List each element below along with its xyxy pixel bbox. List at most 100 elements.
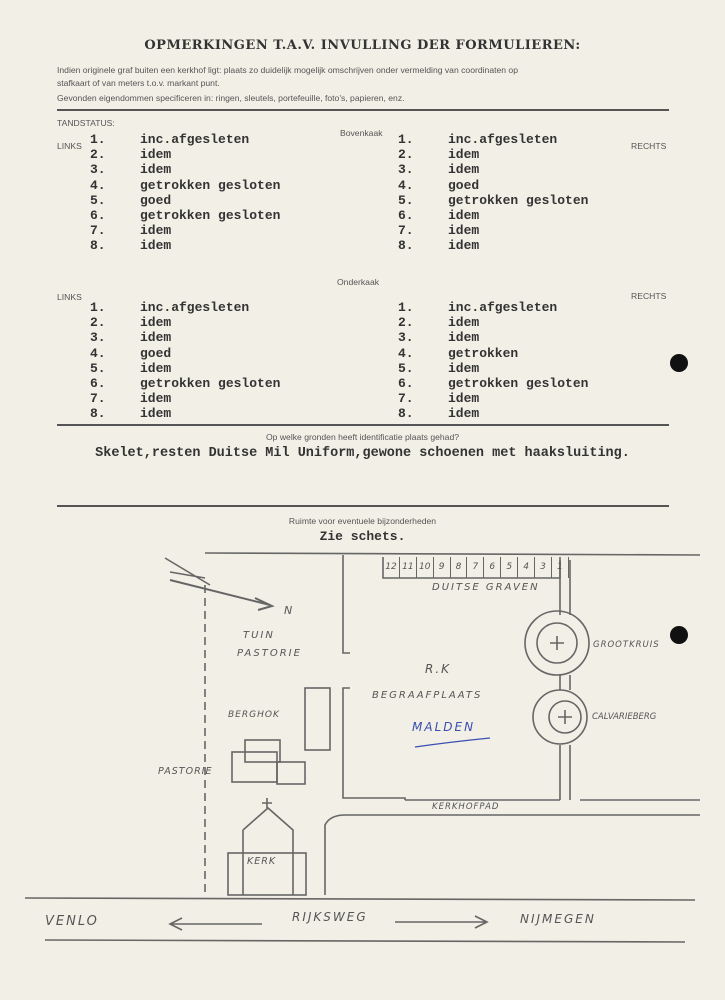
tooth-status: goed: [448, 177, 480, 193]
rijksweg-label: RIJKSWEG: [292, 910, 368, 924]
tooth-status: idem: [448, 147, 480, 163]
tooth-row: 5. idem: [90, 361, 280, 376]
divider: [57, 109, 669, 111]
tooth-number: 3.: [398, 162, 414, 178]
duitse-graven-label: DUITSE GRAVEN: [432, 582, 540, 593]
grave-number: 10: [417, 557, 434, 578]
tooth-number: 7.: [398, 223, 414, 239]
grave-number: 5: [501, 557, 519, 578]
malden-label: MALDEN: [412, 720, 476, 734]
tooth-row: 3. idem: [398, 330, 588, 345]
tooth-row: 8.idem: [398, 238, 588, 253]
nijmegen-label: NIJMEGEN: [520, 912, 596, 926]
tooth-number: 8.: [398, 406, 414, 422]
tooth-status: goed: [140, 192, 172, 208]
tooth-row: 6.idem: [398, 208, 588, 223]
tooth-status: idem: [140, 147, 172, 163]
grave-number: 3: [535, 557, 552, 578]
tooth-number: 1.: [398, 300, 414, 315]
tooth-number: 3.: [398, 330, 414, 346]
tooth-number: 2.: [398, 315, 414, 331]
tooth-status: idem: [448, 315, 480, 331]
grave-number: 8: [451, 557, 468, 578]
tooth-row: 2.idem: [90, 315, 280, 330]
instruction-text: Indien originele graf buiten een kerkhof…: [57, 65, 518, 75]
tooth-status: inc.afgesleten: [140, 300, 250, 315]
tooth-status: idem: [448, 406, 480, 422]
tooth-status: idem: [448, 162, 480, 178]
tooth-number: 4.: [398, 345, 414, 361]
tooth-row: 4. goed: [90, 346, 280, 361]
venlo-label: VENLO: [45, 914, 99, 929]
identification-question: Op welke gronden heeft identificatie pla…: [265, 432, 459, 442]
tandstatus-label: TANDSTATUS:: [57, 118, 115, 128]
tooth-status: getrokken gesloten: [448, 192, 589, 208]
tooth-row: 4.getrokken: [398, 346, 588, 361]
punch-hole: [670, 354, 688, 372]
tooth-row: 1.inc.afgesleten: [90, 132, 280, 147]
tooth-status: idem: [140, 162, 172, 178]
calvarieberg-label: CALVARIEBERG: [592, 712, 657, 722]
tooth-number: 2.: [398, 147, 414, 163]
tooth-row: 3.idem: [90, 330, 280, 345]
tooth-row: 4. goed: [398, 178, 588, 193]
tooth-status: idem: [448, 360, 480, 376]
tooth-status: idem: [448, 330, 480, 346]
kerk-label: KERK: [247, 856, 277, 867]
tooth-number: 5.: [90, 360, 106, 376]
tooth-status: goed: [140, 345, 172, 361]
tooth-row: 1. inc.afgesleten: [90, 300, 280, 315]
tooth-row: 3. idem: [398, 162, 588, 177]
tooth-number: 1.: [398, 132, 414, 147]
tooth-row: 1.inc.afgesleten: [398, 132, 588, 147]
tooth-number: 4.: [398, 177, 414, 193]
grave-number: 7: [467, 557, 485, 578]
grave-number: 12: [383, 557, 400, 578]
tooth-status: idem: [140, 360, 172, 376]
tooth-row: 7.idem: [398, 391, 588, 406]
tooth-status: idem: [448, 207, 480, 223]
tooth-number: 7.: [90, 391, 106, 407]
tooth-number: 4.: [90, 345, 106, 361]
grave-number: 11: [400, 557, 417, 578]
tooth-number: 8.: [90, 238, 106, 254]
tooth-row: 2. idem: [398, 147, 588, 162]
tooth-number: 3.: [90, 330, 106, 346]
tooth-row: 2. idem: [90, 147, 280, 162]
links-label: LINKS: [57, 141, 82, 151]
tooth-number: 5.: [398, 360, 414, 376]
rechts-label: RECHTS: [631, 291, 667, 301]
tooth-row: 7.idem: [90, 391, 280, 406]
kerkhofpad-label: KERKHOFPAD: [432, 802, 500, 812]
tooth-row: 8.idem: [90, 406, 280, 421]
tuin-pastorie-label: PASTORIE: [237, 648, 302, 659]
tooth-number: 5.: [90, 192, 106, 208]
tooth-number: 1.: [90, 300, 106, 315]
grave-number: 9: [434, 557, 451, 578]
tooth-status: getrokken gesloten: [140, 375, 281, 391]
rechts-label: RECHTS: [631, 141, 667, 151]
tooth-row: 1.inc.afgesleten: [398, 300, 588, 315]
tooth-number: 6.: [398, 375, 414, 391]
tooth-number: 7.: [90, 223, 106, 239]
divider: [57, 424, 669, 426]
grave-number: 6: [484, 557, 502, 578]
tooth-number: 2.: [90, 147, 106, 163]
tooth-row: 7.idem: [398, 223, 588, 238]
tooth-status: idem: [448, 391, 480, 407]
onderkaak-label: Onderkaak: [337, 277, 380, 287]
begraafplaats-label: BEGRAAFPLAATS: [372, 690, 483, 701]
tooth-row: 6.getrokken gesloten: [90, 208, 280, 223]
tooth-number: 3.: [90, 162, 106, 178]
instruction-text: Gevonden eigendommen specificeren in: ri…: [57, 93, 405, 103]
tooth-status: inc.afgesleten: [140, 132, 250, 147]
page-title: OPMERKINGEN T.A.V. INVULLING DER FORMULI…: [144, 38, 581, 53]
bovenkaak-label: Bovenkaak: [340, 128, 383, 138]
